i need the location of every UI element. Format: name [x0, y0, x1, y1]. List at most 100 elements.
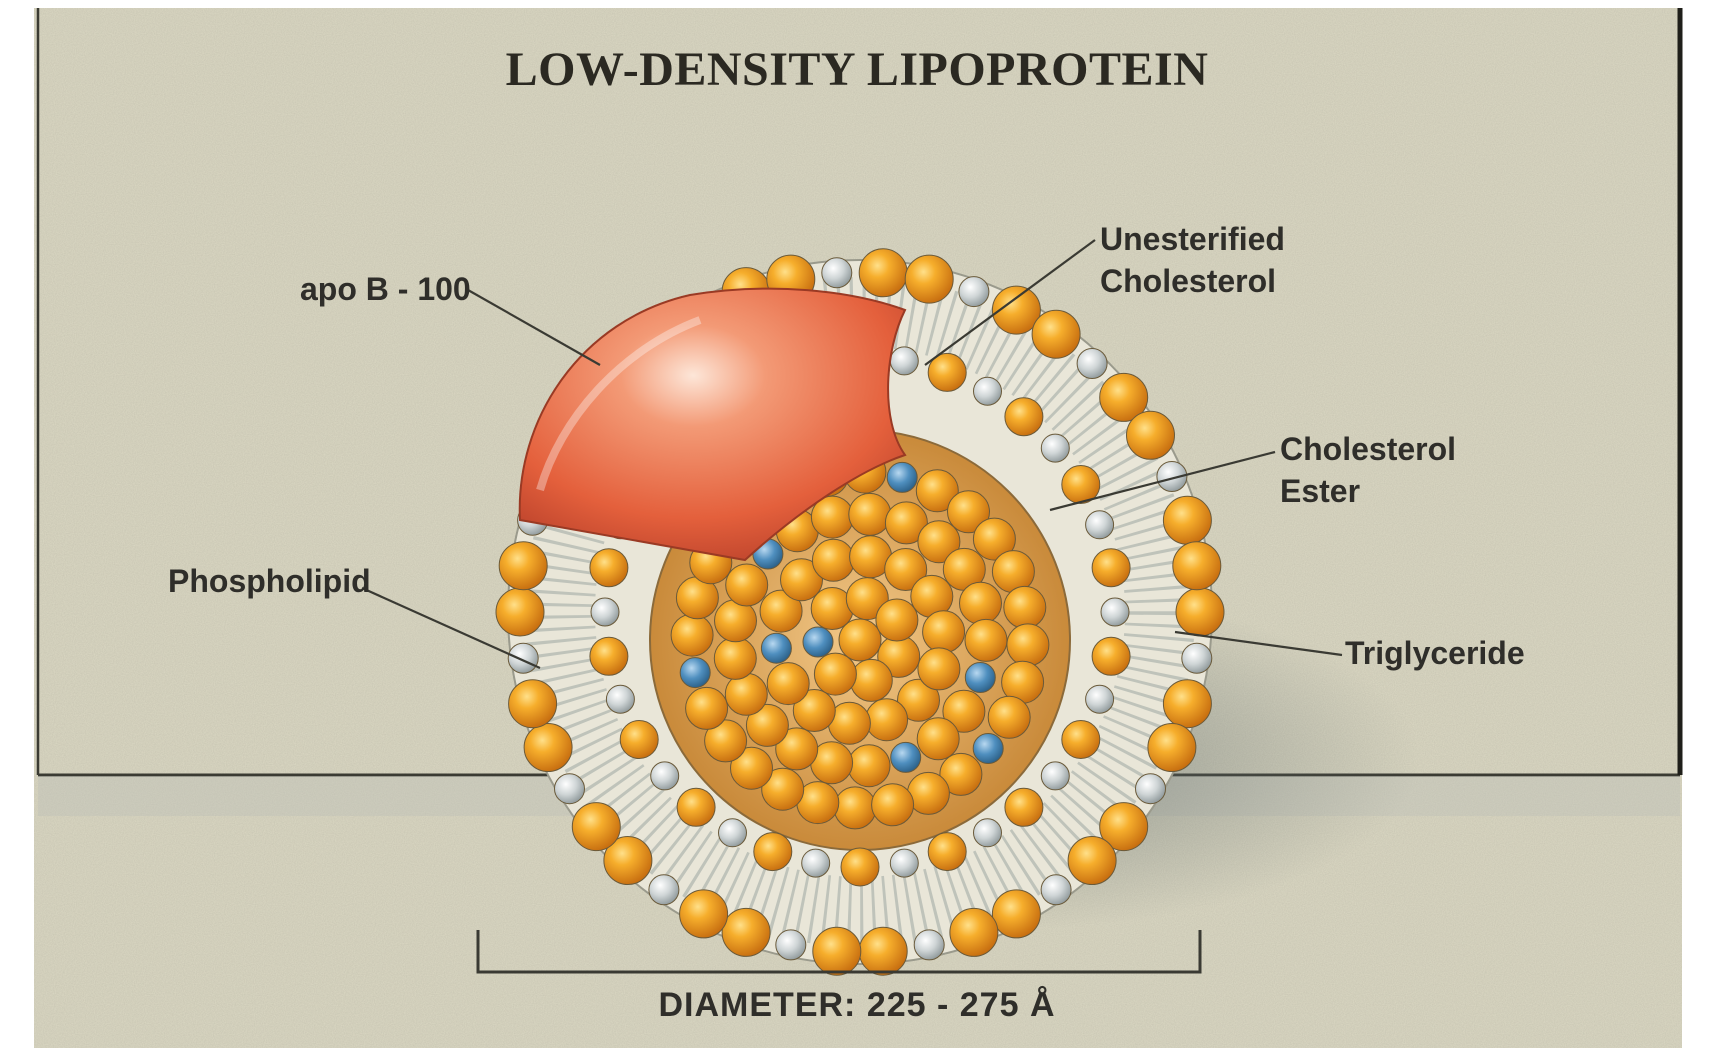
core-lipid-bead: [814, 653, 856, 695]
core-lipid-bead: [918, 648, 960, 690]
label-triglyceride: Triglyceride: [1345, 632, 1525, 674]
cholesterol-bead: [890, 347, 918, 375]
core-lipid-bead: [872, 784, 914, 826]
cholesterol-bead: [555, 774, 585, 804]
label-unesterified-cholesterol: Unesterified Cholesterol: [1100, 218, 1285, 302]
phospholipid-head: [1173, 542, 1221, 590]
phospholipid-head: [1005, 788, 1043, 826]
cholesterol-bead: [1086, 511, 1114, 539]
core-lipid-bead: [834, 787, 876, 829]
phospholipid-head: [1163, 496, 1211, 544]
core-lipid-bead: [686, 687, 728, 729]
core-lipid-bead: [866, 699, 908, 741]
label-line: Ester: [1280, 470, 1456, 512]
phospholipid-head: [905, 255, 953, 303]
core-lipid-bead: [849, 493, 891, 535]
phospholipid-head: [722, 908, 770, 956]
cholesterol-bead: [776, 930, 806, 960]
phospholipid-head: [496, 588, 544, 636]
core-cholesterol-bead: [887, 462, 917, 492]
cholesterol-bead: [914, 930, 944, 960]
phospholipid-head: [1092, 637, 1130, 675]
core-lipid-bead: [767, 663, 809, 705]
phospholipid-head: [1068, 837, 1116, 885]
phospholipid-head: [572, 803, 620, 851]
core-cholesterol-bead: [680, 658, 710, 688]
cholesterol-bead: [1101, 598, 1129, 626]
cholesterol-bead: [1182, 643, 1212, 673]
phospholipid-head: [859, 927, 907, 975]
label-line: Unesterified: [1100, 218, 1285, 260]
label-line: Cholesterol: [1100, 260, 1285, 302]
core-lipid-bead: [923, 611, 965, 653]
cholesterol-bead: [1136, 774, 1166, 804]
core-lipid-bead: [812, 539, 854, 581]
cholesterol-bead: [1086, 685, 1114, 713]
cholesterol-bead: [1077, 349, 1107, 379]
core-cholesterol-bead: [965, 663, 995, 693]
phospholipid-head: [509, 680, 557, 728]
core-lipid-bead: [1007, 624, 1049, 666]
phospholipid-head: [590, 549, 628, 587]
core-cholesterol-bead: [891, 742, 921, 772]
core-lipid-bead: [725, 673, 767, 715]
phospholipid-head: [1092, 549, 1130, 587]
phospholipid-head: [859, 249, 907, 297]
phospholipid-head: [1176, 588, 1224, 636]
phospholipid-head: [620, 721, 658, 759]
phospholipid-head: [1163, 680, 1211, 728]
cholesterol-bead: [974, 819, 1002, 847]
phospholipid-head: [1005, 398, 1043, 436]
phospholipid-head: [813, 927, 861, 975]
cholesterol-bead: [651, 762, 679, 790]
cholesterol-bead: [974, 377, 1002, 405]
core-cholesterol-bead: [803, 627, 833, 657]
phospholipid-head: [1062, 721, 1100, 759]
core-lipid-bead: [714, 637, 756, 679]
core-lipid-bead: [988, 696, 1030, 738]
phospholipid-head: [1127, 411, 1175, 459]
label-cholesterol-ester: Cholesterol Ester: [1280, 428, 1456, 512]
core-lipid-bead: [1004, 586, 1046, 628]
core-lipid-bead: [850, 659, 892, 701]
core-lipid-bead: [960, 582, 1002, 624]
phospholipid-head: [499, 542, 547, 590]
cholesterol-bead: [822, 258, 852, 288]
core-lipid-bead: [917, 718, 959, 760]
phospholipid-head: [590, 637, 628, 675]
cholesterol-bead: [802, 849, 830, 877]
cholesterol-bead: [1041, 762, 1069, 790]
label-apo-b-100: apo B - 100: [300, 268, 471, 310]
phospholipid-head: [992, 890, 1040, 938]
phospholipid-head: [1032, 310, 1080, 358]
diameter-caption: DIAMETER: 225 - 275 Å: [0, 986, 1714, 1025]
phospholipid-head: [524, 724, 572, 772]
core-lipid-bead: [671, 614, 713, 656]
phospholipid-head: [680, 890, 728, 938]
core-lipid-bead: [726, 564, 768, 606]
cholesterol-bead: [890, 849, 918, 877]
phospholipid-head: [928, 833, 966, 871]
phospholipid-head: [841, 848, 879, 886]
core-lipid-bead: [848, 745, 890, 787]
page-title: LOW-DENSITY LIPOPROTEIN: [0, 42, 1714, 97]
label-line: Cholesterol: [1280, 428, 1456, 470]
core-cholesterol-bead: [973, 734, 1003, 764]
phospholipid-head: [677, 788, 715, 826]
phospholipid-head: [1148, 724, 1196, 772]
cholesterol-bead: [959, 277, 989, 307]
cholesterol-bead: [1041, 875, 1071, 905]
phospholipid-head: [950, 908, 998, 956]
core-lipid-bead: [876, 599, 918, 641]
cholesterol-bead: [1041, 434, 1069, 462]
cholesterol-bead: [649, 875, 679, 905]
core-lipid-bead: [965, 619, 1007, 661]
cholesterol-bead: [719, 819, 747, 847]
cholesterol-bead: [591, 598, 619, 626]
core-cholesterol-bead: [761, 633, 791, 663]
cholesterol-bead: [508, 643, 538, 673]
cholesterol-bead: [606, 685, 634, 713]
phospholipid-head: [754, 833, 792, 871]
